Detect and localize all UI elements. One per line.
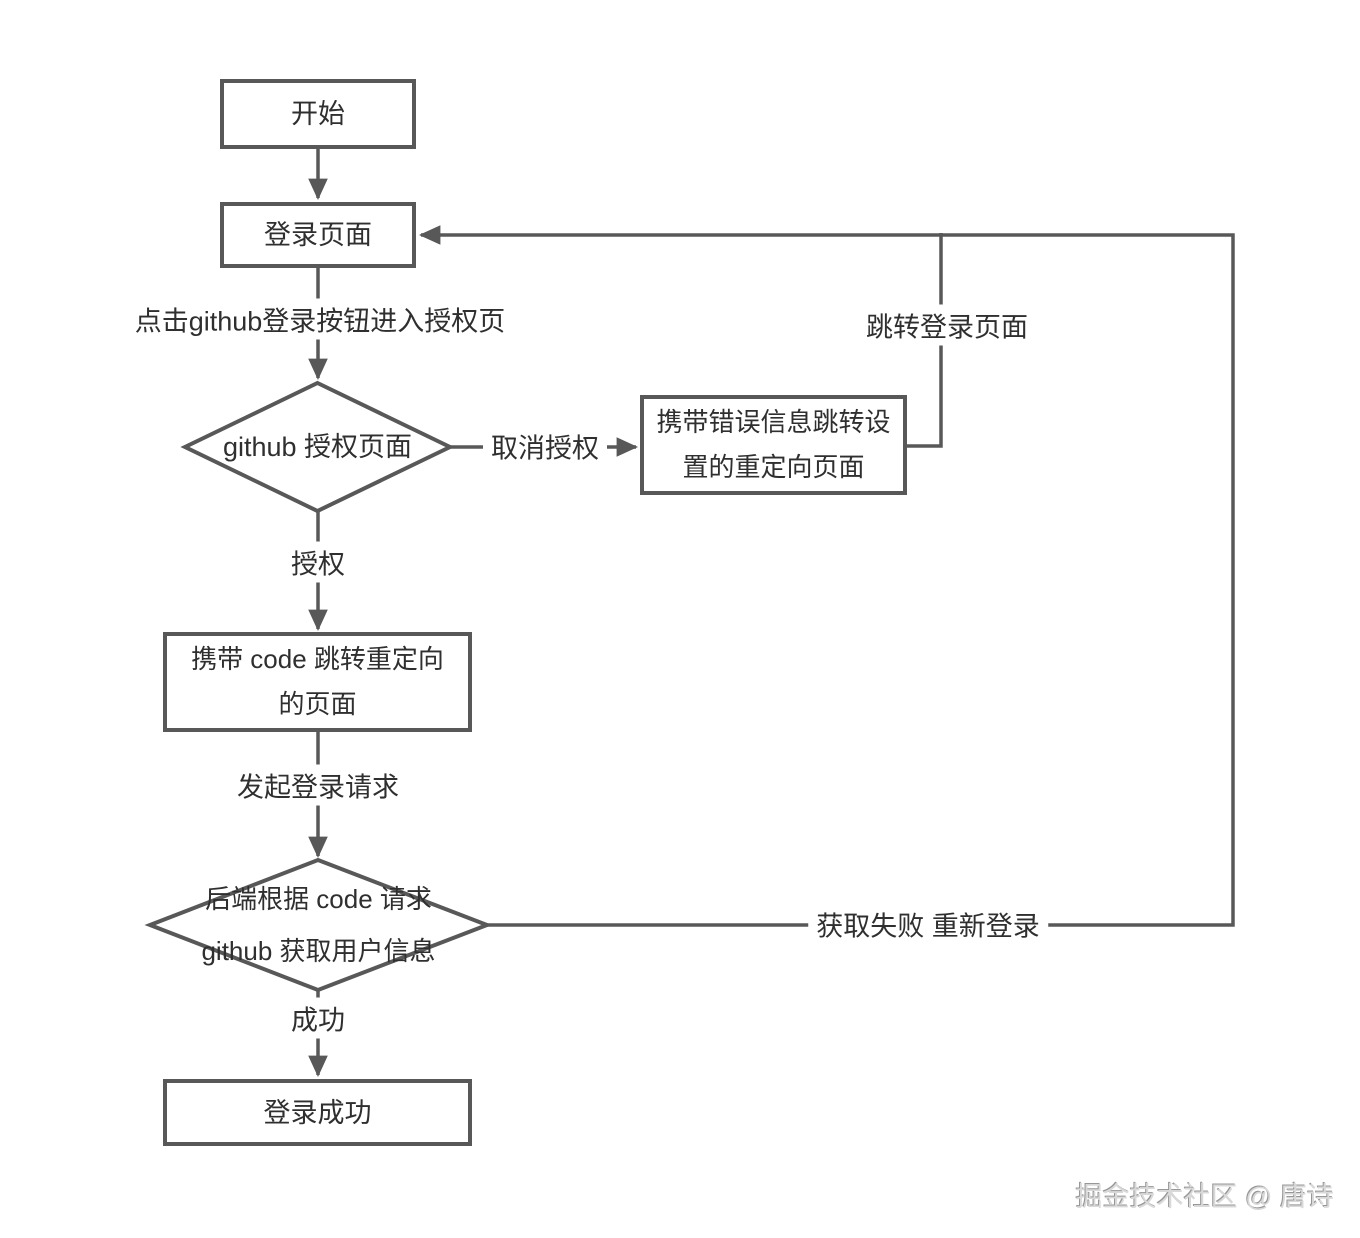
edge-label-success: 成功 [283, 997, 353, 1039]
diamond-backend-fetch-label: 后端根据 code 请求 github 获取用户信息 [150, 862, 487, 988]
diamond-backend-fetch-line2: github 获取用户信息 [201, 936, 436, 966]
edge-fail-to-login [418, 225, 1235, 927]
edge-label-click-github: 点击github登录按钮进入授权页 [126, 298, 514, 340]
node-code-redirect-line1: 携带 code 跳转重定向 [191, 644, 444, 674]
node-login-success: 登录成功 [163, 1079, 472, 1146]
diamond-github-auth-label: github 授权页面 [185, 385, 450, 509]
diamond-github-auth-text: github 授权页面 [222, 432, 413, 462]
diamond-backend-fetch-line1: 后端根据 code 请求 [205, 884, 432, 914]
node-code-redirect: 携带 code 跳转重定向 的页面 [163, 632, 472, 732]
edge-label-cancel-auth: 取消授权 [483, 425, 607, 467]
edge-error-to-login [907, 233, 943, 448]
node-start: 开始 [220, 79, 416, 149]
node-login-success-label: 登录成功 [263, 1097, 372, 1128]
node-login-page-label: 登录页面 [264, 220, 372, 250]
watermark: 掘金技术社区 @ 唐诗 [1075, 1182, 1334, 1212]
edge-label-send-login-request: 发起登录请求 [229, 764, 407, 806]
node-code-redirect-line2: 的页面 [278, 689, 357, 719]
node-login-page: 登录页面 [220, 202, 416, 268]
node-error-redirect: 携带错误信息跳转设 置的重定向页面 [640, 395, 907, 495]
node-error-redirect-line1: 携带错误信息跳转设 [656, 407, 891, 437]
node-error-redirect-line2: 置的重定向页面 [682, 452, 865, 482]
edge-label-jump-login: 跳转登录页面 [858, 304, 1036, 346]
edge-label-fetch-fail: 获取失败 重新登录 [808, 903, 1048, 945]
diamond-github-auth [180, 380, 455, 514]
node-start-label: 开始 [291, 99, 345, 129]
diamond-backend-fetch [144, 857, 493, 993]
edge-label-authorize: 授权 [283, 541, 353, 583]
